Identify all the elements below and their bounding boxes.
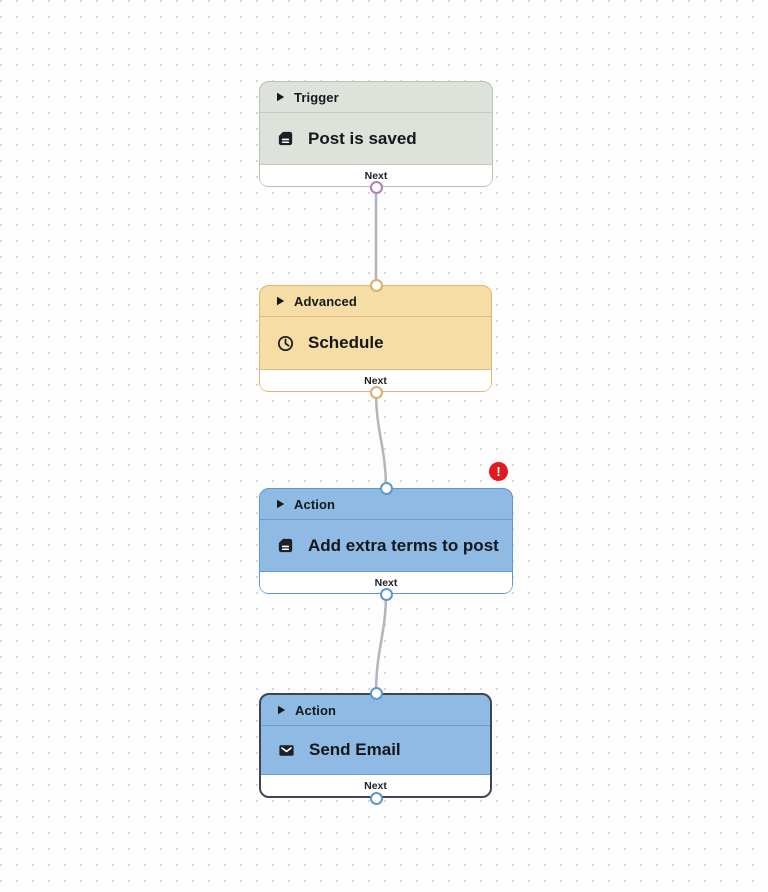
node-body: Send Email [261,726,490,774]
port-label-next: Next [364,169,388,182]
port-label-next: Next [364,779,387,792]
port-action2-next-output[interactable] [369,791,383,805]
node-footer: Next [261,774,490,796]
node-footer: Next [260,164,492,186]
node-body: Add extra terms to post [260,520,512,571]
port-trigger-next-output[interactable] [369,180,383,194]
document-icon [276,129,295,148]
play-triangle-icon[interactable] [276,296,285,306]
node-body: Schedule [260,317,491,369]
node-advanced[interactable]: Advanced Schedule Next [259,285,492,392]
node-trigger[interactable]: Trigger Post is saved Next [259,81,493,187]
port-action2-input[interactable] [369,686,383,700]
port-action1-next-output[interactable] [379,587,393,601]
node-header[interactable]: Action [261,695,490,726]
node-action-send-email[interactable]: Action Send Email Next [259,693,492,798]
node-header[interactable]: Action [260,489,512,520]
error-badge[interactable]: ! [489,462,508,481]
node-footer: Next [260,369,491,391]
node-category-label: Action [294,496,336,512]
port-action1-input[interactable] [379,481,393,495]
port-label-next: Next [374,576,398,589]
play-triangle-icon[interactable] [276,92,285,102]
connection-line[interactable] [374,390,388,490]
node-header[interactable]: Trigger [260,82,492,113]
node-title: Send Email [309,740,401,759]
node-body: Post is saved [260,113,492,164]
connection-line[interactable] [374,592,388,695]
node-category-label: Trigger [294,89,339,105]
node-header[interactable]: Advanced [260,286,491,317]
node-category-label: Advanced [294,293,357,309]
node-action-add-extra-terms[interactable]: Action Add extra terms to post Next [259,488,513,594]
play-triangle-icon[interactable] [277,705,286,715]
node-title: Post is saved [308,128,417,148]
clock-icon [276,334,295,353]
email-icon [277,741,296,760]
port-advanced-next-output[interactable] [369,385,383,399]
node-category-label: Action [295,702,337,718]
node-footer: Next [260,571,512,593]
play-triangle-icon[interactable] [276,499,285,509]
document-icon [276,536,295,555]
port-label-next: Next [364,374,387,387]
node-title: Add extra terms to post [308,535,499,555]
port-advanced-input[interactable] [369,278,383,292]
node-title: Schedule [308,333,384,352]
